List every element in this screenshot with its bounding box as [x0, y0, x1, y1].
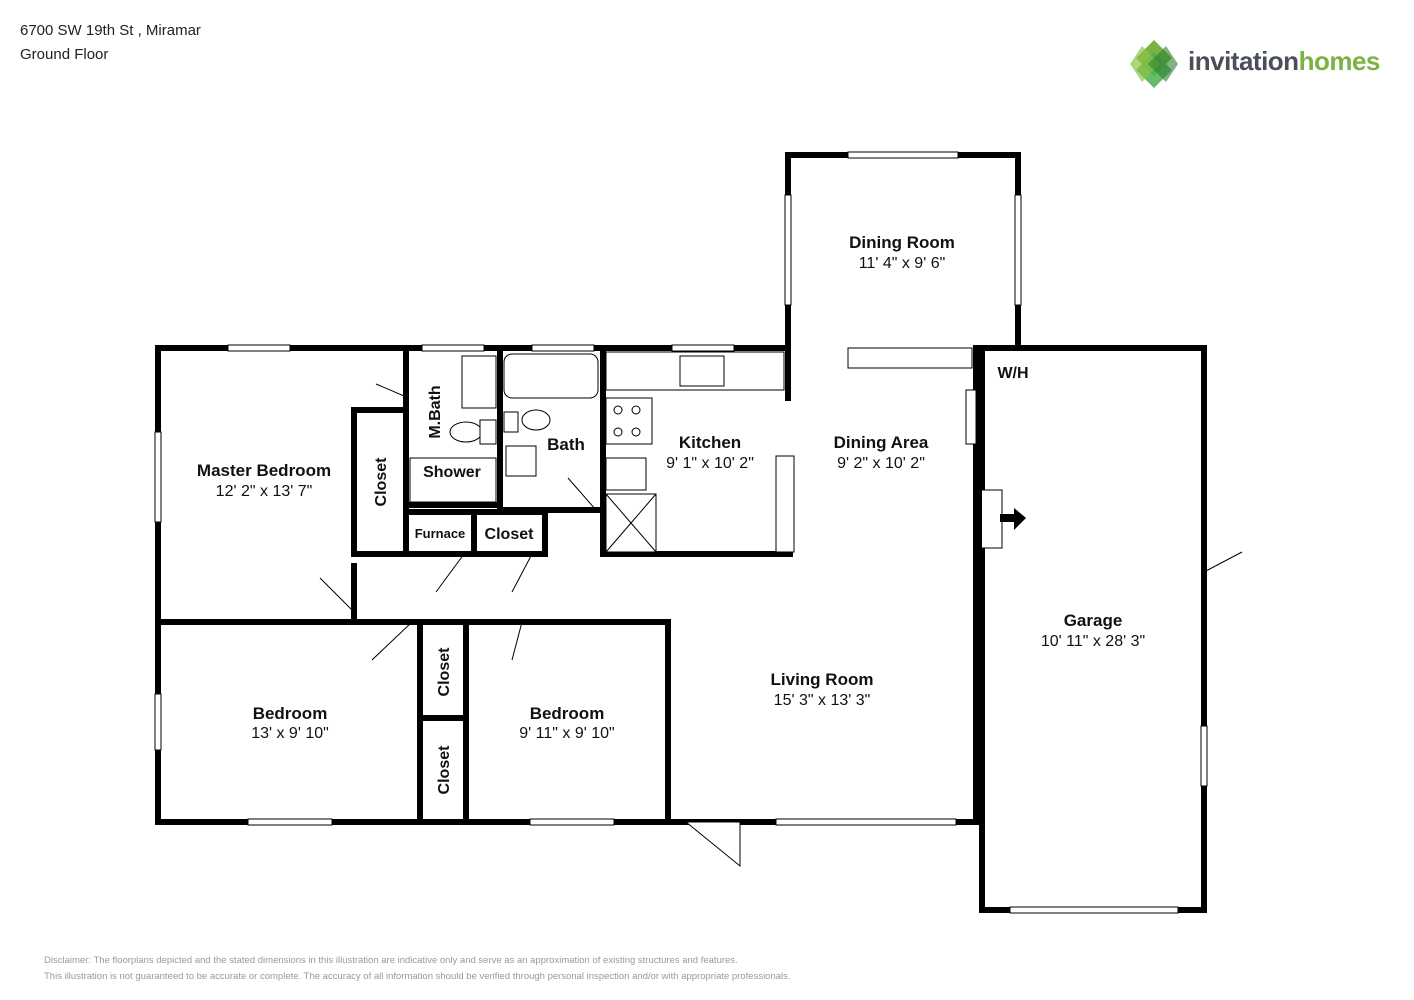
room-dims: 12' 2" x 13' 7": [216, 483, 313, 500]
door: [486, 553, 533, 593]
room-dims: 9' 11" x 9' 10": [519, 725, 614, 742]
window: [1200, 725, 1208, 787]
window: [775, 818, 957, 826]
room-label: Living Room: [771, 670, 874, 689]
window: [847, 151, 959, 159]
kitchen-sink-icon: [679, 355, 725, 387]
room-label: Kitchen: [679, 433, 741, 452]
room-label: Closet: [485, 526, 535, 543]
invitation-homes-logo: invitationhomes: [1128, 38, 1398, 88]
room-label: Dining Area: [834, 433, 929, 452]
room-dims: 9' 2" x 10' 2": [837, 455, 925, 472]
door: [370, 621, 414, 661]
property-address: 6700 SW 19th St , Miramar: [20, 22, 201, 39]
room-dims: 15' 3" x 13' 3": [774, 692, 871, 709]
door: [319, 566, 355, 614]
logo-mark-icon: [1130, 40, 1178, 88]
door: [982, 489, 1003, 549]
windows: [154, 151, 1208, 914]
fridge-icon: [605, 457, 647, 491]
room-label: Garage: [1064, 611, 1123, 630]
logo-word-invitation: invitation: [1188, 46, 1299, 76]
window: [784, 194, 792, 306]
logo-wordmark: invitationhomes: [1188, 46, 1380, 77]
room-label: Bedroom: [530, 704, 605, 723]
room-label: Shower: [423, 464, 481, 481]
stove-icon: [605, 397, 653, 445]
room-label: Closet: [436, 647, 453, 697]
room-label: Closet: [436, 745, 453, 795]
room-dims: 11' 4" x 9' 6": [859, 255, 946, 272]
mbath-sink-icon: [461, 355, 497, 409]
front-door: [684, 821, 741, 868]
toilet-icon: [521, 409, 551, 431]
door: [552, 477, 598, 511]
window: [529, 818, 615, 826]
window: [1014, 194, 1022, 306]
window: [247, 818, 333, 826]
room-label: Dining Room: [849, 233, 955, 252]
window: [154, 693, 162, 751]
shower-icon: [409, 457, 497, 503]
room-dims: 9' 1" x 10' 2": [666, 455, 754, 472]
room-label: Master Bedroom: [197, 461, 331, 480]
window: [671, 344, 735, 352]
door: [1203, 518, 1243, 573]
room-label: M.Bath: [427, 385, 444, 438]
logo-word-homes: homes: [1298, 46, 1381, 76]
bathtub-icon: [503, 353, 599, 399]
window: [421, 344, 485, 352]
room-label: Furnace: [415, 526, 466, 541]
garage-door: [1009, 906, 1179, 914]
room-label: Closet: [373, 457, 390, 507]
walls: [155, 152, 1207, 913]
window: [227, 344, 291, 352]
door: [375, 358, 405, 397]
bath-sink-icon: [505, 445, 537, 477]
entry-arrow-icon: [1000, 508, 1026, 530]
room-label: W/H: [997, 365, 1028, 382]
window: [531, 344, 595, 352]
room-label: Bath: [547, 435, 585, 454]
room-dims: 13' x 9' 10": [251, 725, 329, 742]
door: [418, 553, 465, 593]
room-dims: 10' 11" x 28' 3": [1041, 633, 1145, 650]
window: [154, 431, 162, 523]
door: [478, 621, 523, 661]
kitchen-island: [775, 455, 795, 553]
room-label: Bedroom: [253, 704, 328, 723]
disclaimer-line-2: This illustration is not guaranteed to b…: [44, 971, 791, 982]
wall-opening: [965, 389, 977, 445]
fixtures: [409, 347, 973, 553]
mbath-toilet-icon: [449, 421, 483, 443]
doors: [319, 358, 1243, 868]
dining-counter: [847, 347, 973, 369]
floor-label: Ground Floor: [20, 46, 109, 63]
room-labels: Dining Room 11' 4" x 9' 6" Dining Area 9…: [197, 233, 1145, 794]
disclaimer-line-1: Disclaimer: The floorplans depicted and …: [44, 955, 738, 966]
